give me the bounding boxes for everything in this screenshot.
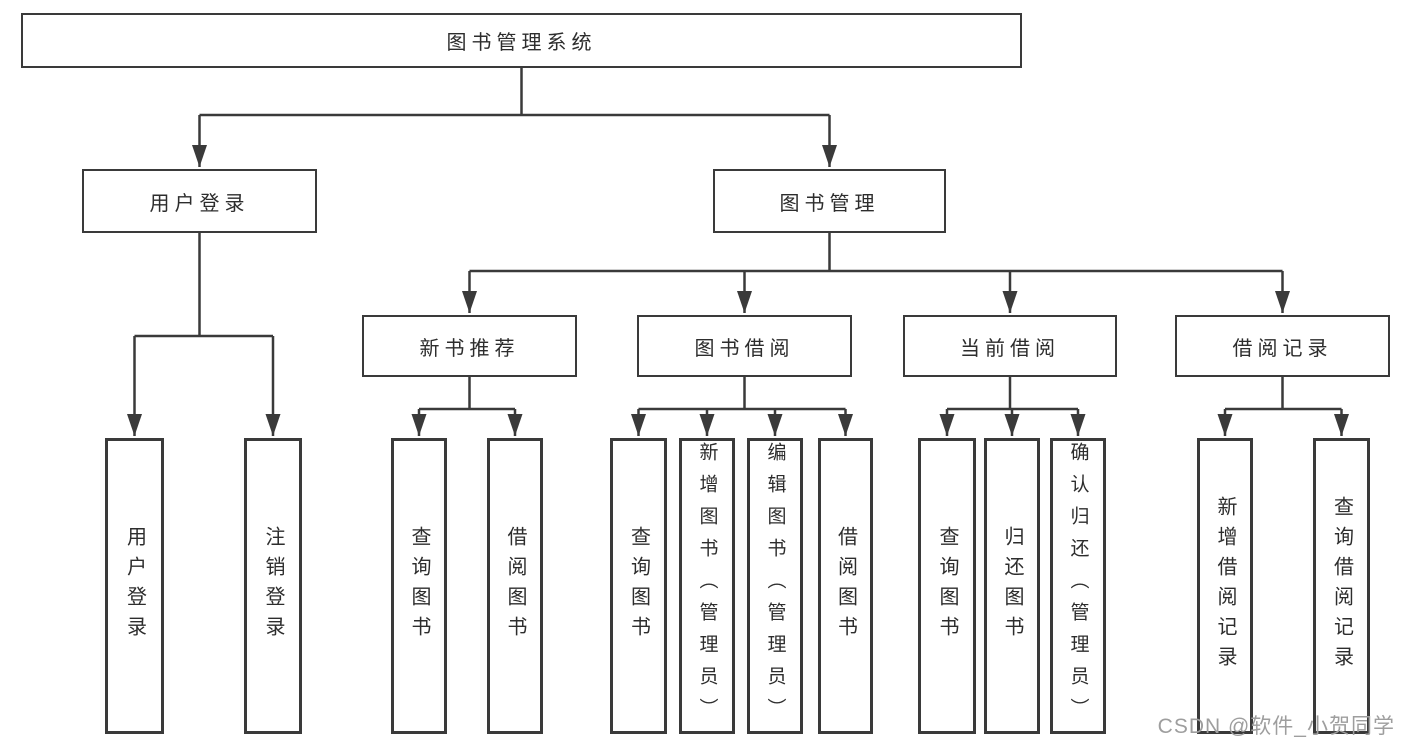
leaf-cb-query-books: 查询图书: [918, 438, 976, 734]
leaf-bb-query-books: 查询图书: [610, 438, 667, 734]
leaf-cb-return-books: 归还图书: [984, 438, 1040, 734]
leaf-bb-borrow-books: 借阅图书: [818, 438, 873, 734]
node-book-management: 图书管理: [713, 169, 946, 233]
leaf-br-query-record: 查询借阅记录: [1313, 438, 1370, 734]
node-current-borrow: 当前借阅: [903, 315, 1117, 377]
leaf-bb-add-books-admin: 新增图书（管理员）: [679, 438, 735, 734]
leaf-user-login: 用户登录: [105, 438, 164, 734]
node-user-login: 用户登录: [82, 169, 317, 233]
leaf-nb-borrow-books: 借阅图书: [487, 438, 543, 734]
leaf-cb-confirm-return-admin: 确认归还（管理员）: [1050, 438, 1106, 734]
leaf-nb-query-books: 查询图书: [391, 438, 447, 734]
leaf-logout: 注销登录: [244, 438, 302, 734]
node-new-book-recommend: 新书推荐: [362, 315, 577, 377]
node-borrow-records: 借阅记录: [1175, 315, 1390, 377]
node-book-borrow: 图书借阅: [637, 315, 852, 377]
csdn-watermark: CSDN @软件_小贺同学: [1157, 715, 1395, 738]
leaf-br-add-record: 新增借阅记录: [1197, 438, 1253, 734]
leaf-bb-edit-books-admin: 编辑图书（管理员）: [747, 438, 803, 734]
node-root-library-system: 图书管理系统: [21, 13, 1022, 68]
